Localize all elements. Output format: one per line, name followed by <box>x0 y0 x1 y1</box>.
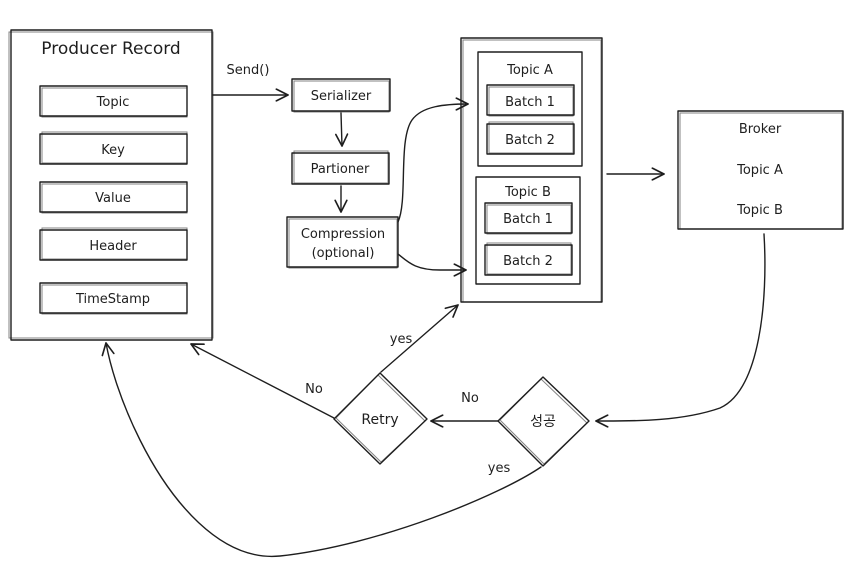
topic-a-batch-1-label: Batch 1 <box>505 95 555 110</box>
retry-decision: Retry <box>333 372 428 465</box>
producer-record: Producer Record Topic Key Value Header T… <box>8 29 214 341</box>
compression-box: Compression (optional) <box>286 216 399 269</box>
topic-a-batch-2-label: Batch 2 <box>505 133 555 148</box>
partitioner-label: Partioner <box>311 162 370 177</box>
producer-record-box <box>10 29 213 341</box>
record-accumulator: Topic A Batch 1 Batch 2 Topic B Batch 1 … <box>460 37 603 303</box>
topic-b-batch-1-box <box>484 202 573 234</box>
topic-b-batch-2-box <box>484 244 573 276</box>
topic-b-batch-1-label: Batch 1 <box>503 212 553 227</box>
compression-to-topic-a-arrow <box>397 97 469 223</box>
field-topic: Topic <box>39 85 188 118</box>
success-no-arrow: No <box>430 391 499 428</box>
compression-label-line1: Compression <box>301 227 385 242</box>
topic-a-batch-1-box <box>486 84 575 116</box>
field-topic-label: Topic <box>96 95 130 110</box>
serializer-box: Serializer <box>291 78 391 113</box>
field-timestamp: TimeStamp <box>39 282 188 315</box>
retry-label: Retry <box>361 412 398 428</box>
compression-label-line2: (optional) <box>312 246 375 261</box>
field-value-label: Value <box>95 191 131 206</box>
broker-topic-a: Topic A <box>736 163 783 178</box>
success-no-label: No <box>461 391 479 406</box>
field-timestamp-label: TimeStamp <box>75 292 150 307</box>
send-label: Send() <box>227 63 270 78</box>
topic-a-group: Topic A Batch 1 Batch 2 <box>477 51 583 167</box>
serializer-to-partitioner-arrow <box>334 112 349 147</box>
topic-a-label: Topic A <box>506 63 553 78</box>
serializer-label: Serializer <box>311 89 372 104</box>
topic-b-batch-2-label: Batch 2 <box>503 254 553 269</box>
field-key: Key <box>39 131 188 165</box>
field-value: Value <box>39 181 188 214</box>
broker-title: Broker <box>739 122 782 137</box>
topic-a-batch-2-box <box>486 123 575 155</box>
field-header-label: Header <box>89 239 137 254</box>
partitioner-box: Partioner <box>291 150 390 185</box>
compression-to-topic-b-arrow <box>397 253 467 277</box>
success-label: 성공 <box>530 414 556 430</box>
send-arrow: Send() <box>212 63 289 102</box>
retry-no-label: No <box>305 382 323 397</box>
producer-record-title: Producer Record <box>41 39 180 59</box>
broker-topic-b: Topic B <box>736 203 783 218</box>
retry-yes-arrow: yes <box>380 304 459 373</box>
success-yes-label: yes <box>488 461 511 476</box>
topic-b-label: Topic B <box>504 185 551 200</box>
field-header: Header <box>39 227 188 261</box>
retry-no-arrow: No <box>190 343 335 419</box>
broker-box: Broker Topic A Topic B <box>677 110 844 230</box>
topic-b-group: Topic B Batch 1 Batch 2 <box>475 176 581 285</box>
retry-yes-label: yes <box>390 332 413 347</box>
field-key-label: Key <box>101 143 125 158</box>
producer-record-box-sketch <box>8 31 214 339</box>
broker-to-success-arrow <box>595 233 766 428</box>
success-decision: 성공 <box>497 376 590 467</box>
success-yes-arrow: yes <box>101 342 542 558</box>
